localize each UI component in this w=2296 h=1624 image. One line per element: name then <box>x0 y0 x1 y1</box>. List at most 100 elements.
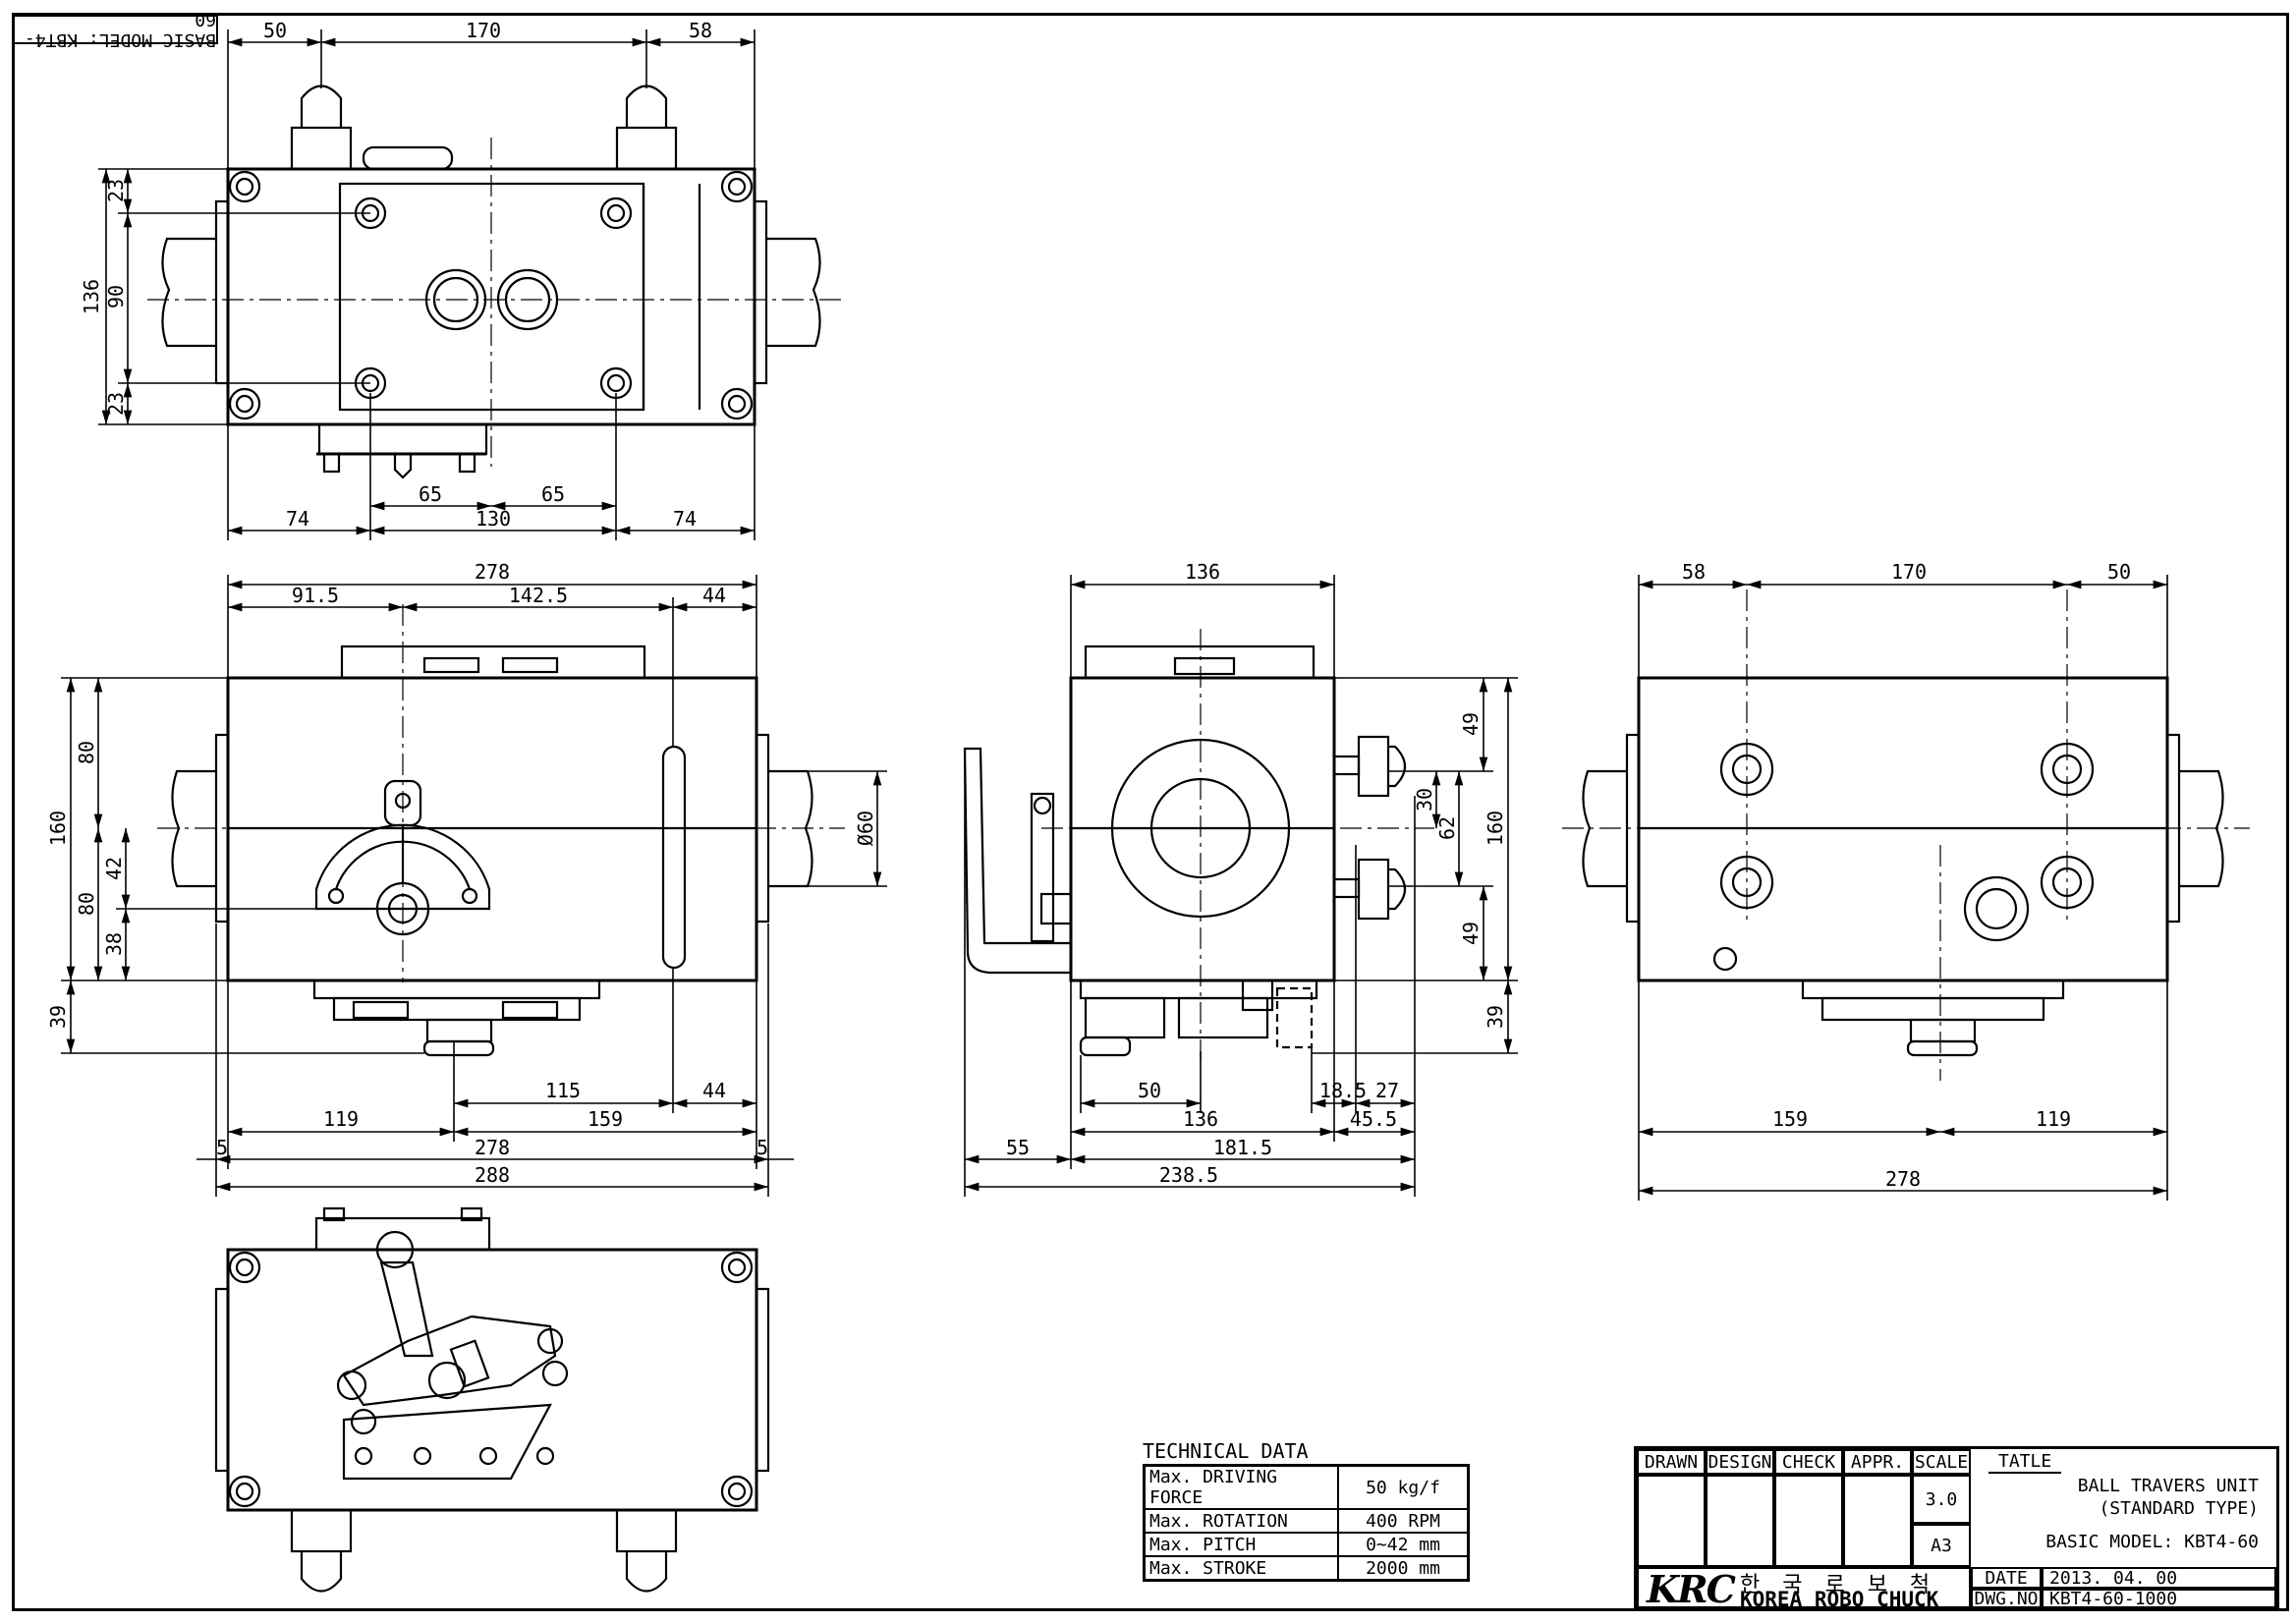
scale-value: 3.0 <box>1912 1475 1971 1524</box>
dwg-number: KBT4-60-1000 <box>2042 1589 2276 1609</box>
company-name: KOREA ROBO CHUCK <box>1740 1588 1939 1611</box>
dim-label: 80 <box>75 892 98 916</box>
paper-size: A3 <box>1912 1524 1971 1567</box>
tatle-label: TATLE <box>1988 1451 2062 1474</box>
dim-label: 58 <box>689 19 712 42</box>
tech-value: 0~42 mm <box>1337 1532 1470 1557</box>
dim-label: 159 <box>588 1107 623 1131</box>
dim-label: 39 <box>46 1005 70 1029</box>
tech-label: Max. ROTATION <box>1143 1508 1339 1534</box>
dim-label: 23 <box>104 179 128 202</box>
dim-label: 90 <box>104 285 128 308</box>
drawing-frame <box>12 13 2289 1611</box>
dim-label: 49 <box>1459 922 1483 945</box>
dimension-labels: 50 170 58 23 136 90 23 65 65 74 130 74 2… <box>46 19 2131 1191</box>
dim-label: 50 <box>1138 1079 1161 1102</box>
dim-label: 55 <box>1006 1136 1030 1159</box>
header-design: DESIGN <box>1706 1449 1774 1475</box>
dim-label: 42 <box>102 857 126 880</box>
dim-label: 44 <box>702 1079 726 1102</box>
dim-label: 18.5 <box>1319 1079 1367 1102</box>
dim-label: 45.5 <box>1350 1107 1397 1131</box>
dim-label: 49 <box>1459 712 1483 736</box>
table-row: Max. STROKE 2000 mm <box>1143 1555 1470 1582</box>
dim-label: 80 <box>75 741 98 764</box>
drawing-name-line2: (STANDARD TYPE) <box>2099 1498 2259 1519</box>
header-drawn: DRAWN <box>1637 1449 1706 1475</box>
dim-label: 44 <box>702 584 726 607</box>
tech-label: Max. PITCH <box>1143 1532 1339 1557</box>
rear-view <box>1582 676 2224 1057</box>
dim-label: 160 <box>1484 811 1507 846</box>
technical-data-table: TECHNICAL DATA Max. DRIVING FORCE 50 kg/… <box>1143 1438 1470 1582</box>
company-cell <box>1637 1567 1971 1609</box>
front-view <box>171 644 813 1057</box>
dim-label: 170 <box>1891 560 1927 584</box>
dim-label: 50 <box>2107 560 2131 584</box>
dim-label: 136 <box>80 279 103 314</box>
title-block: DRAWN DESIGN CHECK APPR. SCALE 3.0 A3 DA… <box>1634 1446 2279 1611</box>
bottom-view <box>214 1206 770 1593</box>
sign-drawn <box>1637 1475 1706 1567</box>
dwg-label: DWG.NO <box>1971 1589 2042 1609</box>
dim-label: 181.5 <box>1213 1136 1272 1159</box>
center-lines <box>147 138 2250 1081</box>
dimension-lines <box>61 29 2168 1201</box>
dim-label: 115 <box>545 1079 581 1102</box>
dim-label: 278 <box>475 1136 510 1159</box>
tech-label: Max. DRIVING FORCE <box>1143 1464 1339 1510</box>
dim-label: 65 <box>419 482 442 506</box>
dim-label: 170 <box>466 19 501 42</box>
dim-label: 74 <box>673 507 697 531</box>
sign-check <box>1774 1475 1843 1567</box>
dim-label: 238.5 <box>1159 1163 1218 1187</box>
dim-label: 50 <box>263 19 287 42</box>
krc-logo: KRC <box>1647 1567 1736 1611</box>
dim-label: Ø60 <box>854 811 877 846</box>
basic-model-label: BASIC MODEL: KBT4-60 <box>2045 1532 2259 1552</box>
dim-label: 278 <box>1885 1167 1921 1191</box>
dim-label: 160 <box>46 811 70 846</box>
dim-label: 91.5 <box>292 584 339 607</box>
dim-label: 23 <box>104 392 128 416</box>
dim-label: 65 <box>541 482 565 506</box>
dim-label: 142.5 <box>509 584 568 607</box>
dim-label: 136 <box>1185 560 1220 584</box>
dim-label: 62 <box>1435 816 1459 840</box>
tech-value: 400 RPM <box>1337 1508 1470 1534</box>
header-check: CHECK <box>1774 1449 1843 1475</box>
dim-label: 5 <box>756 1136 768 1159</box>
dim-label: 27 <box>1375 1079 1399 1102</box>
table-row: Max. DRIVING FORCE 50 kg/f <box>1143 1464 1470 1510</box>
dim-label: 130 <box>476 507 511 531</box>
dim-label: 74 <box>286 507 309 531</box>
dim-label: 119 <box>2036 1107 2071 1131</box>
drawing-name-line1: BALL TRAVERS UNIT <box>2077 1476 2259 1496</box>
dim-label: 58 <box>1682 560 1706 584</box>
company-korean: 한 국 로 보 척 <box>1740 1573 1938 1597</box>
tech-value: 2000 mm <box>1337 1555 1470 1582</box>
dim-label: 30 <box>1413 788 1436 812</box>
dim-label: 119 <box>323 1107 359 1131</box>
table-row: Max. ROTATION 400 RPM <box>1143 1508 1470 1534</box>
sign-design <box>1706 1475 1774 1567</box>
table-row: Max. PITCH 0~42 mm <box>1143 1532 1470 1557</box>
date-value: 2013. 04. 00 <box>2042 1567 2276 1589</box>
tech-value: 50 kg/f <box>1337 1464 1470 1510</box>
technical-data-title: TECHNICAL DATA <box>1143 1439 1309 1463</box>
header-scale: SCALE <box>1912 1449 1971 1475</box>
header-appr: APPR. <box>1843 1449 1912 1475</box>
dim-label: 278 <box>475 560 510 584</box>
dim-label: 39 <box>1484 1005 1507 1029</box>
technical-data-grid: Max. DRIVING FORCE 50 kg/f Max. ROTATION… <box>1143 1464 1470 1582</box>
dim-label: 136 <box>1183 1107 1218 1131</box>
dim-label: 159 <box>1772 1107 1808 1131</box>
date-label: DATE <box>1971 1567 2042 1589</box>
dim-label: 38 <box>102 932 126 956</box>
side-view <box>963 644 1407 1057</box>
dim-label: 5 <box>216 1136 228 1159</box>
sign-appr <box>1843 1475 1912 1567</box>
tech-label: Max. STROKE <box>1143 1555 1339 1582</box>
dim-label: 288 <box>475 1163 510 1187</box>
